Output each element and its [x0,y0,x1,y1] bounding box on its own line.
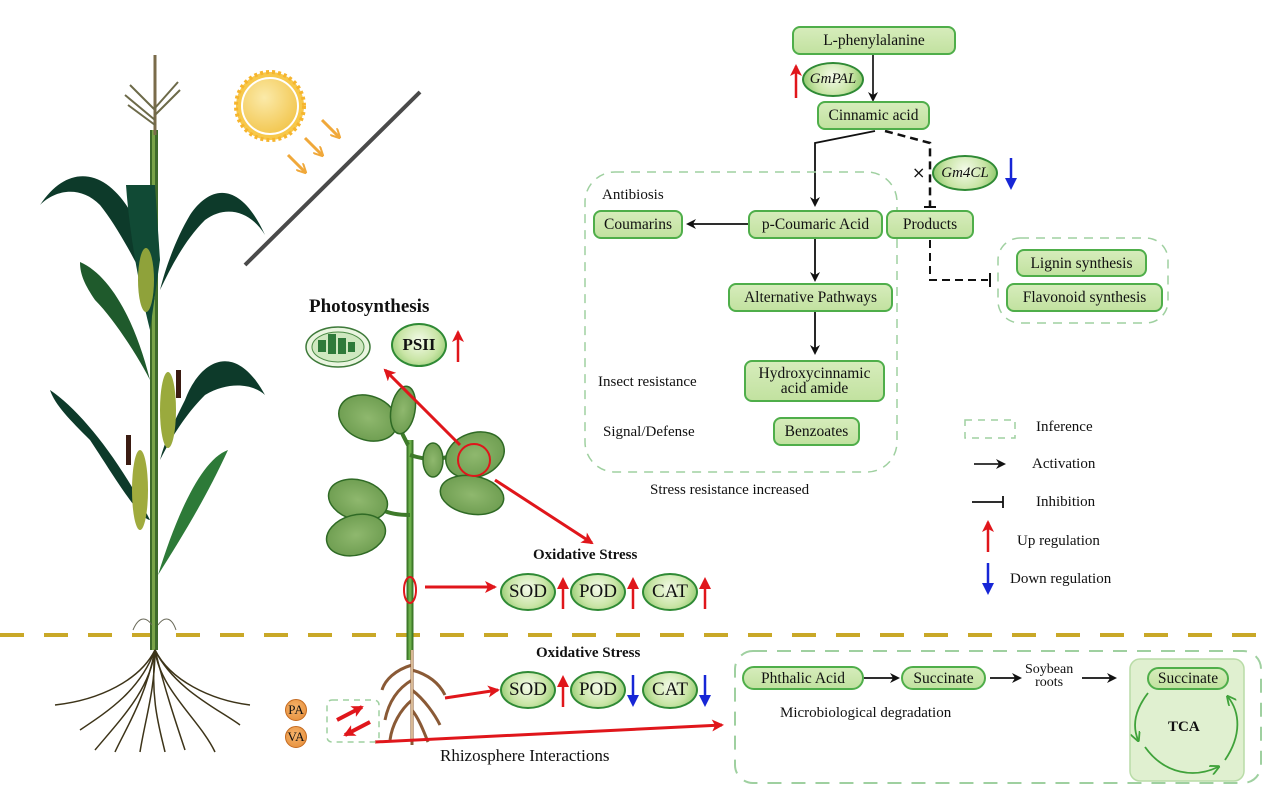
legend-label-inference: Inference [1036,419,1093,435]
degradation-inference-box [734,650,1262,784]
rhizosphere-inference-box [326,699,380,743]
node-lignin-synthesis: Lignin synthesis [1016,249,1147,277]
node-benzoates: Benzoates [773,417,860,446]
tca-cycle-arrow-bottom [1144,746,1218,773]
shoot-enzyme-pod: POD [570,573,626,611]
shoot-enzyme-sod: SOD [500,573,556,611]
node-flavonoid-synthesis: Flavonoid synthesis [1006,283,1163,312]
tca-cycle-arrow-left [1135,692,1149,740]
label-stress-resistance-increased: Stress resistance increased [650,482,810,498]
block-mark: × [912,163,926,182]
label-tca: TCA [1168,719,1200,735]
node-products: Products [886,210,974,239]
node-hydroxycinnamic-acid-amide: Hydroxycinnamic acid amide [744,360,885,402]
legend-label-inhibition: Inhibition [1036,494,1096,510]
label-signal-defense: Signal/Defense [603,424,695,440]
root-enzyme-sod: SOD [500,671,556,709]
legend-label-activation: Activation [1032,456,1096,472]
pa-node: PA [285,699,307,721]
oxidative-stress-shoot-title: Oxidative Stress [533,547,638,563]
photosynthesis-title: Photosynthesis [309,296,430,317]
label-insect-resistance: Insect resistance [598,374,697,390]
dashed-inhibition-products-to-synthesis [929,240,988,281]
arrow-leaf-to-oxidative [494,478,594,545]
root-enzyme-pod: POD [570,671,626,709]
root-pod-down-arrow [627,675,639,707]
arrow-pa-to-root [336,705,364,722]
hydroxycinnamic-line1: Hydroxycinnamic [758,365,871,382]
node-succinate: Succinate [901,666,986,690]
arrow-cinnamic-to-pcoumaric [810,130,876,207]
label-rhizosphere-interactions: Rhizosphere Interactions [440,746,610,765]
node-tca-succinate: Succinate [1147,667,1229,690]
tca-cycle-arrow-right [1224,697,1239,761]
va-node: VA [285,726,307,748]
leaf-highlight-circle [457,443,491,477]
legend-inference-swatch [964,419,1016,439]
down-arrow-gm4cl [1005,158,1017,190]
label-microbiological-degradation: Microbiological degradation [780,705,952,721]
synthesis-inference-box [997,237,1169,324]
root-cat-down-arrow [699,675,711,707]
oxidative-stress-root-title: Oxidative Stress [536,645,641,661]
legend-down-arrow [982,563,994,595]
stem-highlight-ellipse [403,576,417,604]
node-p-coumaric-acid: p-Coumaric Acid [748,210,883,239]
root-sod-up-arrow [557,675,569,707]
soybean-roots-line1: Soybean [1025,662,1074,677]
shade-barrier-line [243,90,422,267]
shoot-enzyme-cat: CAT [642,573,698,611]
node-phthalic-acid: Phthalic Acid [742,666,864,690]
arrow-rhizosphere-to-degradation [374,719,724,744]
root-enzyme-cat: CAT [642,671,698,709]
label-antibiosis: Antibiosis [602,187,664,203]
chloroplast-icon [305,326,371,368]
shoot-cat-up-arrow [699,577,711,609]
node-cinnamic-acid: Cinnamic acid [817,101,930,130]
gene-gmpal: GmPAL [802,62,864,97]
stress-resistance-inference-box [584,171,898,473]
psii-node: PSII [391,323,447,367]
legend-label-down-regulation: Down regulation [1010,571,1112,587]
dashed-cinnamic-to-products [884,129,932,207]
hydroxycinnamic-line2: acid amide [780,380,849,397]
arrow-root-to-va [343,720,371,737]
arrow-leaf-to-photosynthesis [383,368,462,447]
sun-icon [234,70,306,142]
node-l-phenylalanine: L-phenylalanine [792,26,956,55]
label-soybean-roots: Soybean roots [1025,662,1074,690]
shoot-pod-up-arrow [627,577,639,609]
sunlight-arrows [286,118,339,172]
legend-label-up-regulation: Up regulation [1017,533,1100,549]
node-coumarins: Coumarins [593,210,683,239]
corn-plant-illustration [40,55,265,753]
gene-gm4cl: Gm4CL [932,155,998,191]
node-alternative-pathways: Alternative Pathways [728,283,893,312]
soybean-roots-line2: roots [1035,675,1064,690]
shoot-sod-up-arrow [557,577,569,609]
arrow-root-to-oxidative [444,685,500,700]
